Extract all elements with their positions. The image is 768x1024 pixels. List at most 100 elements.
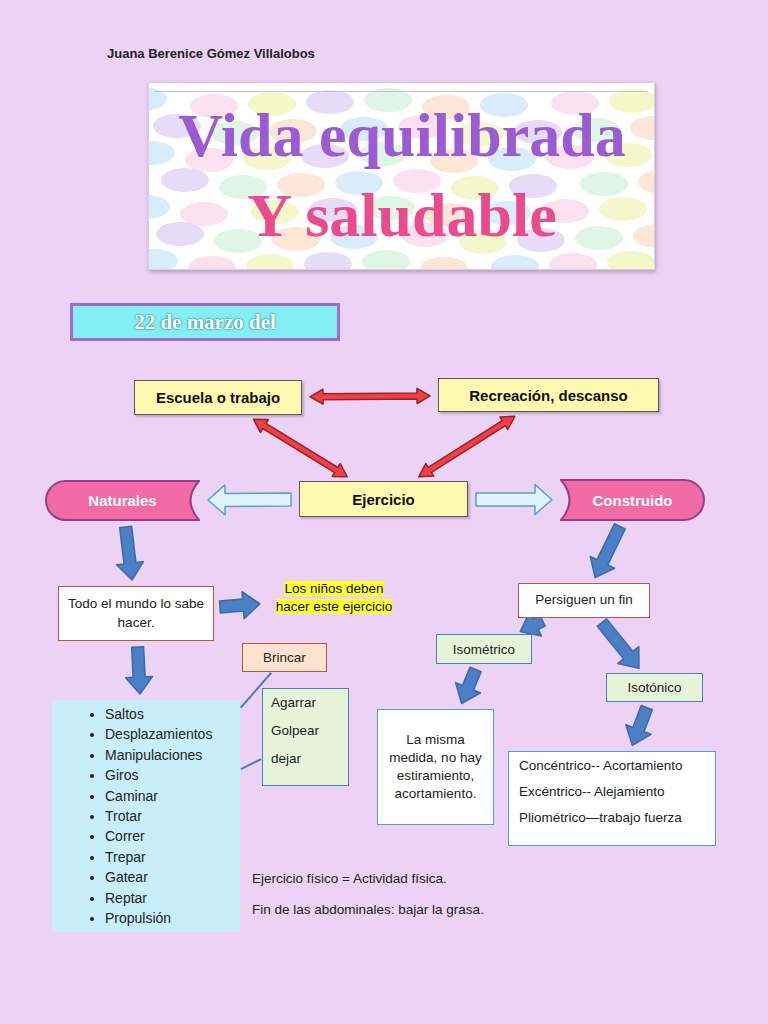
block-arrow [126, 647, 153, 694]
dot [599, 197, 647, 221]
node-text: Todo el mundo lo sabe hacer. [68, 596, 204, 629]
node-text: Isométrico [453, 642, 515, 657]
text-wrap: Brincar [263, 650, 306, 665]
list-item: Caminar [105, 786, 236, 806]
dot [188, 256, 236, 270]
list-item: Reptar [105, 888, 236, 908]
dot [491, 255, 539, 270]
leader-line [241, 759, 261, 769]
block-arrow [456, 667, 482, 703]
item-text: Excéntrico-- Alejamiento [519, 784, 705, 799]
process-box: Recreación, descanso [438, 378, 659, 412]
capsule-fill [561, 480, 704, 520]
node-text: Naturales [88, 492, 156, 509]
category-capsule: Construido [560, 479, 705, 521]
list-item: Desplazamientos [105, 724, 236, 744]
item-text: dejar [271, 751, 340, 766]
item-text: Pliométrico—trabajo fuerza [519, 810, 705, 825]
list-item: Gatear [105, 867, 236, 887]
block-arrow [590, 524, 625, 578]
node-text: La misma medida, no hay estiramiento, ac… [389, 732, 481, 802]
double-arrow [419, 416, 515, 476]
dot [180, 202, 228, 226]
hollow-arrow [208, 485, 291, 515]
node-text: Recreación, descanso [469, 387, 627, 404]
dot [607, 251, 655, 270]
node-text: Escuela o trabajo [156, 389, 280, 406]
hollow-arrow [476, 485, 552, 515]
dot [420, 257, 468, 270]
bullet-list: SaltosDesplazamientosManipulacionesGiros… [52, 704, 236, 928]
list-item: Manipulaciones [105, 745, 236, 765]
category-capsule: Naturales [45, 480, 200, 521]
dot [549, 253, 597, 270]
dot [575, 226, 623, 250]
definition-list-box: Concéntrico-- AcortamientoExcéntrico-- A… [508, 751, 716, 846]
text-wrap: Construido [593, 492, 673, 509]
note-text: Ejercicio físico = Actividad física. [252, 871, 447, 886]
node-text: Persiguen un fin [535, 592, 633, 607]
dot [161, 168, 209, 192]
highlight-note: Los niños deben hacer este ejercicio [266, 580, 402, 616]
item-text: Golpear [271, 723, 340, 738]
node-text: Construido [593, 492, 673, 509]
dot [246, 254, 294, 270]
text-wrap: Isométrico [453, 642, 515, 657]
dot [580, 172, 628, 196]
type-box: Isotónico [606, 673, 703, 702]
node-text: Isotónico [627, 680, 681, 695]
text-wrap: Ejercicio [352, 491, 415, 508]
block-arrow [220, 592, 261, 619]
double-arrow [253, 419, 347, 477]
block-arrow [597, 619, 639, 668]
text-wrap: Recreación, descanso [469, 387, 627, 404]
dot [304, 252, 352, 270]
type-box: Isométrico [436, 634, 532, 664]
text-wrap: La misma medida, no hay estiramiento, ac… [386, 731, 485, 804]
dot [633, 224, 655, 248]
author-name: Juana Berenice Gómez Villalobos [107, 46, 315, 61]
text-wrap: 22 de marzo del [134, 310, 276, 335]
example-list-box: AgarrarGolpear dejar [262, 688, 349, 786]
dot [149, 141, 175, 165]
item-text: Concéntrico-- Acortamiento [519, 758, 705, 773]
dot [362, 250, 410, 270]
block-arrow [626, 706, 653, 746]
date-box: 22 de marzo del [70, 303, 340, 341]
note-box: Persiguen un fin [518, 583, 650, 618]
text-wrap: Todo el mundo lo sabe hacer. [67, 595, 205, 631]
dot [156, 222, 204, 246]
text-wrap: Los niños deben hacer este ejercicio [266, 580, 402, 615]
text-wrap: Escuela o trabajo [156, 389, 280, 406]
note-box: Todo el mundo lo sabe hacer. [58, 586, 214, 641]
node-text: Brincar [263, 650, 306, 665]
list-item: Giros [105, 765, 236, 785]
title-frame: Vida equilibrada Y saludable [148, 82, 655, 270]
dot [638, 170, 655, 194]
dot [149, 249, 178, 270]
item-text: Agarrar [271, 695, 340, 710]
list-item: Trepar [105, 847, 236, 867]
text-wrap: Naturales [88, 492, 156, 509]
list-item: Saltos [105, 704, 236, 724]
block-arrow [117, 526, 144, 580]
dot [149, 195, 170, 219]
definition-box: La misma medida, no hay estiramiento, ac… [377, 709, 494, 825]
text-wrap: Isotónico [627, 680, 681, 695]
list-item: Trotar [105, 806, 236, 826]
dot [630, 116, 655, 140]
process-box: Ejercicio [299, 481, 468, 517]
process-box: Escuela o trabajo [134, 380, 302, 415]
node-text: Ejercicio [352, 491, 415, 508]
list-item: Propulsión [105, 908, 236, 928]
text-wrap: Persiguen un fin [535, 591, 633, 609]
capsule-fill [46, 481, 199, 520]
double-arrow [310, 389, 430, 405]
title-text: Vida equilibrada Y saludable [157, 95, 647, 255]
example-box: Brincar [242, 643, 327, 672]
list-item: Correr [105, 826, 236, 846]
bullet-list-box: SaltosDesplazamientosManipulacionesGiros… [52, 700, 240, 932]
title-rule [155, 91, 648, 92]
node-text: 22 de marzo del [134, 310, 276, 334]
node-text: Los niños deben hacer este ejercicio [276, 581, 392, 614]
